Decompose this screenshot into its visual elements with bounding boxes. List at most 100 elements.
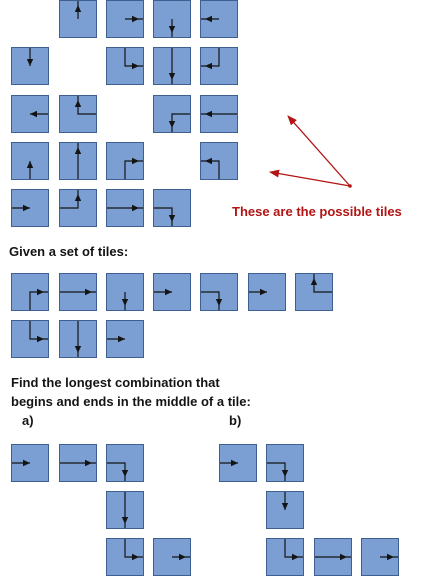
arrow-path — [154, 207, 173, 226]
possible-tile — [59, 142, 97, 180]
arrow-glyph — [74, 1, 82, 19]
possible-tile — [11, 47, 49, 85]
possible-tile — [106, 47, 144, 85]
task-caption-line2: begins and ends in the middle of a tile: — [11, 394, 251, 409]
given-tile — [153, 273, 191, 311]
arrow-glyph — [125, 15, 143, 23]
arrow-glyph — [201, 110, 237, 118]
solution-a-tile — [153, 538, 191, 576]
arrow-glyph — [30, 110, 48, 118]
possible-tile — [200, 0, 238, 38]
given-tile — [59, 273, 97, 311]
arrow-glyph — [60, 459, 96, 467]
given-tile — [248, 273, 286, 311]
arrow-glyph — [168, 19, 176, 37]
task-caption-line1: Find the longest combination that — [11, 375, 220, 390]
arrow-glyph — [154, 288, 172, 296]
arrow-glyph — [172, 553, 190, 561]
arrowhead — [179, 553, 186, 561]
arrowhead — [281, 470, 289, 477]
possible-tile — [11, 189, 49, 227]
arrowhead — [168, 121, 176, 128]
arrow-path — [267, 462, 286, 481]
annotation-origin-dot — [348, 184, 352, 188]
arrow-glyph — [201, 48, 220, 70]
arrow-glyph — [124, 157, 143, 179]
solution-b-tile — [219, 444, 257, 482]
arrow-glyph — [107, 204, 143, 212]
arrowhead — [387, 553, 394, 561]
arrowhead — [231, 459, 238, 467]
arrowhead — [121, 470, 129, 477]
arrow-path — [284, 539, 303, 558]
arrowhead — [30, 110, 37, 118]
arrowhead — [85, 288, 92, 296]
arrowhead — [168, 26, 176, 33]
annotation-arrow-lower — [269, 169, 351, 187]
arrow-glyph — [12, 204, 30, 212]
arrowhead — [215, 299, 223, 306]
arrow-glyph — [29, 288, 48, 310]
arrow-glyph — [26, 48, 34, 66]
possible-tiles-caption: These are the possible tiles — [232, 204, 402, 219]
arrow-glyph — [310, 274, 332, 293]
arrowhead — [26, 161, 34, 168]
arrow-path — [29, 321, 48, 340]
arrowhead — [310, 278, 318, 285]
arrow-glyph — [74, 143, 82, 179]
possible-tile — [59, 95, 97, 133]
arrow-path — [77, 96, 96, 115]
arrow-glyph — [281, 492, 289, 510]
arrow-glyph — [121, 492, 129, 528]
solution-a-tile — [106, 538, 144, 576]
arrowhead — [26, 59, 34, 66]
arrow-path — [124, 160, 143, 179]
possible-tile — [153, 189, 191, 227]
arrowhead — [168, 215, 176, 222]
arrow-glyph — [220, 459, 238, 467]
possible-tile — [153, 95, 191, 133]
arrow-path — [29, 291, 48, 310]
arrowhead — [132, 15, 139, 23]
arrow-glyph — [168, 48, 176, 84]
arrow-glyph — [29, 321, 48, 343]
solution-a-tile — [106, 444, 144, 482]
arrow-glyph — [26, 161, 34, 179]
given-tile — [11, 273, 49, 311]
arrowhead — [260, 288, 267, 296]
possible-tile — [11, 95, 49, 133]
solution-a-tile — [59, 444, 97, 482]
arrow-glyph — [380, 553, 398, 561]
arrow-glyph — [267, 462, 289, 481]
arrowhead — [118, 335, 125, 343]
possible-tile — [106, 142, 144, 180]
possible-tile — [200, 47, 238, 85]
solution-b-tile — [266, 491, 304, 529]
given-tile — [295, 273, 333, 311]
arrowhead — [292, 553, 299, 561]
arrow-path — [201, 291, 220, 310]
arrowhead — [340, 553, 347, 561]
arrow-path — [171, 113, 190, 132]
arrowhead — [74, 194, 82, 201]
arrowhead — [205, 157, 212, 165]
given-tile — [106, 320, 144, 358]
arrowhead — [205, 110, 212, 118]
arrow-glyph — [154, 207, 176, 226]
arrowhead — [281, 503, 289, 510]
solution-b-tile — [266, 444, 304, 482]
arrowhead — [205, 15, 212, 23]
arrow-path — [124, 539, 143, 558]
arrow-glyph — [249, 288, 267, 296]
solution-a-tile — [11, 444, 49, 482]
arrow-glyph — [60, 288, 96, 296]
arrowhead — [74, 100, 82, 107]
solution-b-tile — [314, 538, 352, 576]
arrow-path — [124, 48, 143, 67]
possible-tile — [106, 189, 144, 227]
arrow-glyph — [74, 96, 96, 115]
given-tile — [200, 273, 238, 311]
possible-tile — [11, 142, 49, 180]
arrow-glyph — [124, 48, 143, 70]
arrowhead — [74, 5, 82, 12]
